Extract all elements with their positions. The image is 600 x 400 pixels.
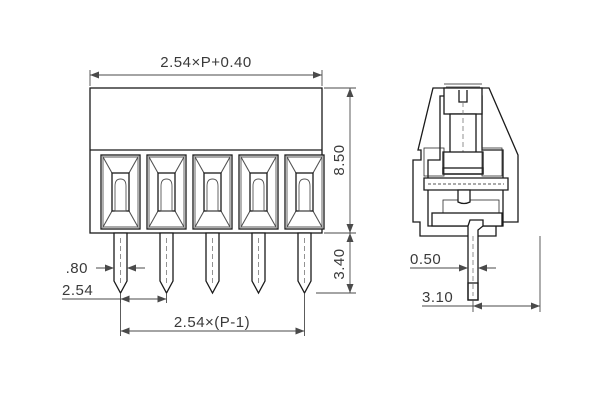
side-pin: [467, 219, 484, 301]
contact-tab: [457, 189, 471, 205]
dimension-label-pin-thickness: 0.50: [410, 251, 441, 268]
dimension-label-pin-span: 2.54×(P-1): [174, 314, 250, 331]
terminal-opening: [146, 154, 187, 230]
clamp-body: [442, 151, 484, 175]
lower-cavity: [431, 212, 503, 227]
screw-head: [443, 87, 483, 115]
dimension-overall-width: 2.54×P+0.40: [89, 54, 323, 86]
pin: [251, 232, 266, 295]
dimension-label-pin-length: 3.40: [331, 248, 348, 279]
dimension-label-body-height: 8.50: [331, 144, 348, 175]
dimension-label-pin-offset: 3.10: [422, 289, 453, 306]
clamp-section-right: [481, 147, 503, 177]
dimension-pin-offset: 3.10: [422, 236, 541, 312]
dimension-pin-length: 3.40: [316, 232, 356, 294]
dimension-body-height: 8.50: [324, 87, 356, 234]
terminal-openings: [100, 154, 325, 230]
side-view: 0.50 3.10: [410, 83, 541, 312]
dimension-label-pin-pitch: 2.54: [62, 282, 93, 299]
clamp-bar: [442, 167, 484, 175]
terminal-opening: [238, 154, 279, 230]
terminal-opening: [192, 154, 233, 230]
pin: [113, 232, 128, 295]
pin: [159, 232, 174, 295]
dimension-pin-thickness: 0.50: [410, 251, 496, 272]
terminal-opening: [284, 154, 325, 230]
housing-section: [412, 87, 519, 237]
dimension-label-overall-width: 2.54×P+0.40: [160, 54, 251, 71]
dimension-pin-pitch: 2.54: [62, 282, 167, 303]
front-view: 2.54×P+0.40 8.50 3.40 .80 2.: [62, 54, 356, 336]
pins: [113, 232, 312, 295]
dimension-pin-width: .80: [66, 260, 145, 277]
dimension-pin-span: 2.54×(P-1): [120, 293, 305, 336]
dimension-label-pin-width: .80: [66, 260, 88, 277]
terminal-opening: [100, 154, 141, 230]
pin: [205, 232, 220, 295]
clamp-section-left: [423, 147, 445, 177]
pin: [297, 232, 312, 295]
